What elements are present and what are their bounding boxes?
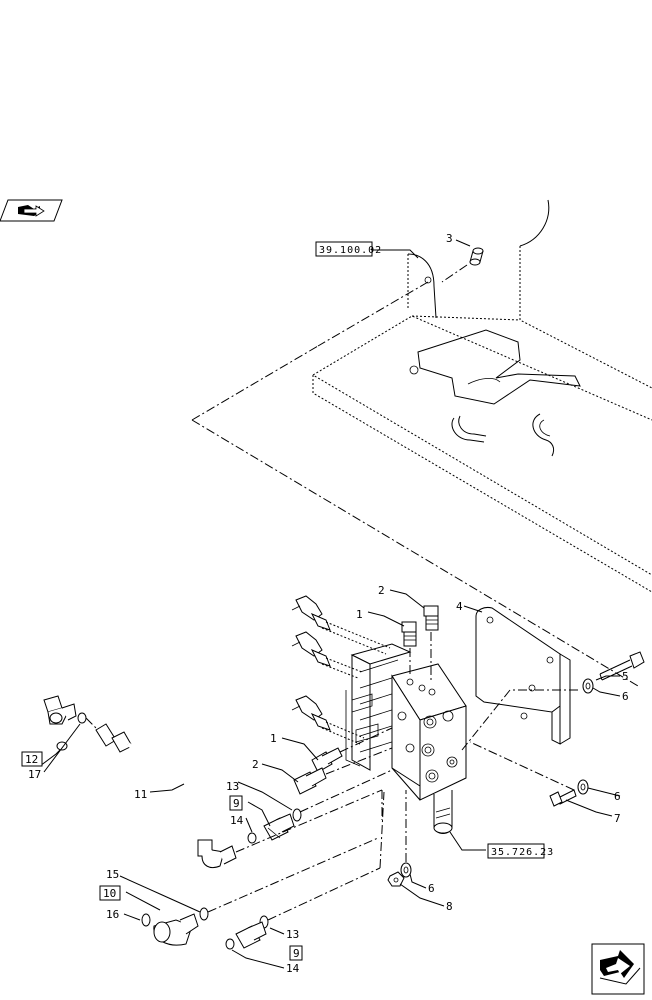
callout-14-upper[interactable]: 14	[230, 814, 244, 827]
part-10-elbow[interactable]	[153, 913, 199, 946]
callout-8[interactable]: 8	[446, 900, 453, 913]
part-6-washer-c[interactable]	[400, 862, 412, 878]
part-1-fitting-side[interactable]	[311, 747, 343, 773]
part-2-fitting-top[interactable]	[423, 605, 439, 631]
boxed-callout-9-lower[interactable]: 9	[289, 945, 303, 961]
callout-3[interactable]: 3	[446, 232, 453, 245]
part-1-fitting-top[interactable]	[401, 621, 417, 647]
part-14-o-ring-lower[interactable]	[225, 938, 235, 950]
callout-6-a[interactable]: 6	[622, 690, 629, 703]
next-page-arrow-icon[interactable]	[591, 943, 645, 995]
part-9-fitting-upper[interactable]	[263, 813, 295, 841]
callout-5[interactable]: 5	[622, 670, 629, 683]
callout-labels: 3 2 1 4 5 6 6 7 6 8 1 2 13 14 11 15 16 1…	[28, 232, 629, 975]
callout-14-lower[interactable]: 14	[286, 962, 300, 975]
part-16-o-ring[interactable]	[141, 913, 151, 927]
book-with-arrow-icon[interactable]	[0, 199, 63, 222]
callout-2-top[interactable]: 2	[378, 584, 385, 597]
callout-10: 10	[103, 887, 116, 900]
boxed-callout-9-upper[interactable]: 9	[229, 795, 243, 811]
part-4-bracket[interactable]	[475, 607, 571, 745]
part-2-fitting-side[interactable]	[293, 767, 327, 795]
callout-1-side[interactable]: 1	[270, 732, 277, 745]
callout-11[interactable]: 11	[134, 788, 147, 801]
wiring-harness	[291, 595, 391, 745]
frame-plate	[312, 199, 652, 593]
callout-15[interactable]: 15	[106, 868, 119, 881]
reference-box-top[interactable]: 39.100.02	[315, 241, 382, 257]
callout-6-b[interactable]: 6	[614, 790, 621, 803]
callout-9-lower: 9	[293, 947, 300, 960]
part-5-bolt[interactable]	[599, 651, 645, 681]
part-11-hose[interactable]	[95, 723, 237, 869]
callout-9-upper: 9	[233, 797, 240, 810]
part-13-o-ring-upper[interactable]	[292, 808, 302, 822]
callout-16[interactable]: 16	[106, 908, 119, 921]
boxed-callout-10[interactable]: 10	[99, 885, 121, 901]
callout-6-c[interactable]: 6	[428, 882, 435, 895]
part-15-o-ring[interactable]	[199, 907, 209, 921]
callout-2-side[interactable]: 2	[252, 758, 259, 771]
leader-lines	[39, 239, 621, 969]
part-7-bolt[interactable]	[549, 789, 577, 807]
part-12-elbow[interactable]	[43, 695, 77, 725]
callout-12: 12	[25, 753, 38, 766]
callout-13-lower[interactable]: 13	[286, 928, 299, 941]
reference-35-726-23: 35.726.23	[491, 847, 554, 858]
reference-box-valve[interactable]: 35.726.23	[487, 843, 554, 859]
valve-bank	[345, 643, 467, 834]
part-3-bushing[interactable]	[441, 247, 484, 283]
callout-7[interactable]: 7	[614, 812, 621, 825]
part-9-fitting-lower[interactable]	[235, 921, 267, 949]
callout-13-upper[interactable]: 13	[226, 780, 239, 793]
callout-1-top[interactable]: 1	[356, 608, 363, 621]
reference-39-100-02: 39.100.02	[319, 245, 382, 256]
boxed-callout-12[interactable]: 12	[21, 751, 43, 767]
part-6-washer-b[interactable]	[577, 779, 589, 795]
part-8-nut[interactable]	[387, 871, 405, 887]
callout-17[interactable]: 17	[28, 768, 41, 781]
callout-4[interactable]: 4	[456, 600, 463, 613]
part-14-o-ring-upper[interactable]	[247, 832, 257, 844]
part-6-washer-a[interactable]	[582, 678, 594, 694]
